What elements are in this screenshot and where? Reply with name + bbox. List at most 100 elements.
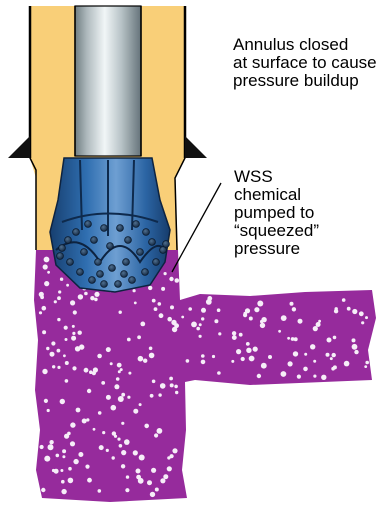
- cutter: [115, 281, 122, 288]
- bubble: [241, 357, 245, 361]
- bubble: [99, 445, 104, 450]
- bubble: [334, 309, 338, 313]
- bubble: [158, 302, 162, 306]
- bubble: [212, 355, 215, 358]
- bubble: [138, 356, 144, 362]
- bubble: [78, 331, 82, 335]
- bubble: [98, 489, 102, 493]
- bubble: [121, 450, 126, 455]
- bubble: [268, 355, 272, 359]
- bubble: [364, 365, 367, 368]
- bubble: [97, 354, 102, 359]
- cutter: [95, 259, 102, 266]
- bubble: [330, 357, 333, 360]
- bubble: [167, 466, 172, 471]
- bubble: [245, 308, 250, 313]
- casing-shoe-left: [8, 136, 30, 158]
- annulus-callout-line-2: at surface to cause: [233, 54, 377, 72]
- bubble: [52, 365, 55, 368]
- bubble: [44, 281, 49, 286]
- bubble: [72, 332, 75, 335]
- bubble: [365, 316, 368, 319]
- bubble: [170, 454, 174, 458]
- bubble: [158, 393, 161, 396]
- bubble: [232, 331, 236, 335]
- bubble: [82, 419, 87, 424]
- bubble: [150, 394, 154, 398]
- bubble: [61, 480, 65, 484]
- bubble: [149, 347, 153, 351]
- cutter: [123, 259, 130, 266]
- cutter: [65, 237, 72, 244]
- bubble: [39, 311, 42, 314]
- bubble: [170, 305, 174, 309]
- bubble: [160, 383, 166, 389]
- bubble: [121, 422, 124, 425]
- cutter: [57, 253, 64, 260]
- bubble: [257, 301, 263, 307]
- bubble: [127, 396, 130, 399]
- bubble: [261, 317, 266, 322]
- bubble: [147, 480, 152, 485]
- bubble: [76, 408, 81, 413]
- bubble: [70, 422, 75, 427]
- bubble: [57, 318, 60, 321]
- bubble: [41, 488, 45, 492]
- bubble: [150, 492, 155, 497]
- bubble: [161, 287, 165, 291]
- bubble: [70, 441, 75, 446]
- bubble: [313, 375, 316, 378]
- bubble: [164, 272, 167, 275]
- cutter: [73, 229, 80, 236]
- bubble: [87, 478, 92, 483]
- wss-callout-line-4: “squeezed”: [234, 222, 319, 240]
- bubble: [64, 434, 69, 439]
- bubble: [62, 455, 65, 458]
- bubble: [117, 363, 122, 368]
- bubble: [246, 342, 250, 346]
- bubble: [68, 478, 74, 484]
- bubble: [143, 359, 147, 363]
- bubble: [119, 311, 122, 314]
- bubble: [303, 367, 308, 372]
- bubble: [133, 409, 138, 414]
- bubble: [42, 369, 47, 374]
- bubble: [148, 286, 152, 290]
- bubble: [218, 332, 221, 335]
- bubble: [51, 341, 55, 345]
- bubble: [217, 371, 221, 375]
- bubble: [188, 307, 192, 311]
- bubble: [186, 359, 190, 363]
- bubble: [333, 365, 337, 369]
- bubble: [304, 353, 307, 356]
- bubble: [44, 257, 50, 263]
- bubble: [246, 348, 251, 353]
- bubble: [57, 349, 61, 353]
- bubble: [121, 464, 125, 468]
- bubble: [254, 307, 259, 312]
- bubble: [60, 469, 63, 472]
- wss-callout-line-2: chemical: [234, 186, 319, 204]
- cutter: [91, 237, 98, 244]
- bubble: [167, 317, 172, 322]
- bubble: [149, 353, 155, 359]
- bubble: [347, 307, 351, 311]
- bubble: [57, 366, 60, 369]
- bubble: [332, 353, 336, 357]
- cutter: [109, 265, 116, 272]
- bubble: [118, 370, 121, 373]
- bubble: [157, 428, 163, 434]
- cutter: [142, 269, 149, 276]
- bubble: [133, 289, 136, 292]
- bubble: [298, 319, 303, 324]
- bubble: [44, 399, 48, 403]
- bubble: [342, 298, 346, 302]
- bubble: [201, 360, 206, 365]
- bubble: [133, 450, 138, 455]
- bubble: [152, 299, 156, 303]
- bubble: [175, 278, 180, 283]
- bubble: [169, 377, 173, 381]
- cutter: [143, 229, 150, 236]
- bubble: [112, 431, 116, 435]
- casing-shoe-right: [185, 136, 207, 158]
